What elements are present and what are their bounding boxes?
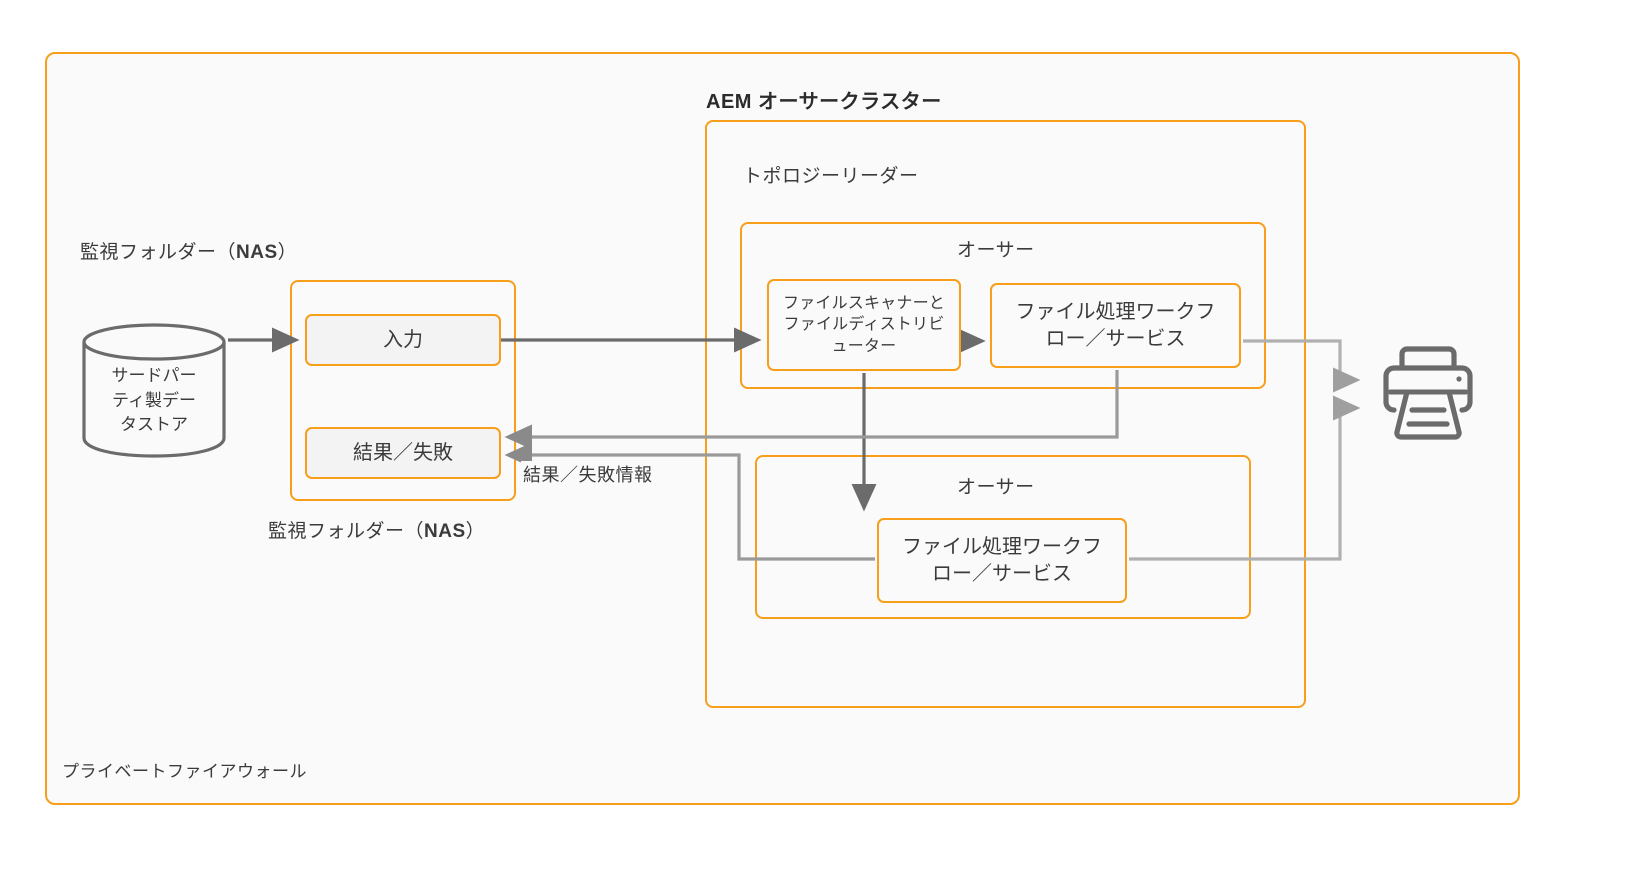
scanner-line-3: ューター — [831, 337, 897, 355]
node-file-processing-workflow-2-label: ファイル処理ワークフ ロー／サービス — [902, 534, 1102, 587]
third-party-datastore: サードパー ティ製デー タストア — [80, 322, 228, 458]
node-file-scanner-distributor-label: ファイルスキャナーと ファイルディストリビ ューター — [783, 293, 945, 356]
node-input[interactable]: 入力 — [305, 314, 501, 366]
aem-author-cluster-container — [705, 120, 1306, 708]
aem-author-cluster-title: AEM オーサークラスター — [706, 91, 942, 113]
workflow-1-line-1: ファイル処理ワークフ — [1015, 301, 1216, 324]
node-input-label: 入力 — [383, 328, 423, 351]
nas-top-label-prefix: 監視フォルダー（ — [80, 242, 237, 263]
workflow-2-line-1: ファイル処理ワークフ — [902, 536, 1102, 559]
scanner-line-1: ファイルスキャナーと — [782, 295, 945, 313]
datastore-label-line-1: サードパー — [111, 366, 197, 385]
workflow-2-line-2: ロー／サービス — [932, 562, 1072, 585]
watched-folder-nas-title-top: 監視フォルダー（NAS） — [80, 237, 297, 264]
node-result-failure[interactable]: 結果／失敗 — [305, 427, 501, 479]
topology-leader-title: トポロジーリーダー — [743, 166, 919, 187]
nas-bottom-label-suffix: ） — [465, 521, 486, 542]
cylinder-icon — [82, 323, 226, 458]
nas-bottom-label-bold: NAS — [424, 521, 466, 542]
printer-output — [1368, 344, 1488, 444]
nas-top-label-suffix: ） — [277, 242, 298, 263]
edge-label-result-failure-info: 結果／失敗情報 — [521, 461, 655, 487]
datastore-label: サードパー ティ製デー タストア — [80, 364, 228, 438]
workflow-1-line-2: ロー／サービス — [1045, 327, 1186, 350]
node-file-processing-workflow-1[interactable]: ファイル処理ワークフ ロー／サービス — [990, 283, 1241, 368]
scanner-line-2: ファイルディストリビ — [783, 316, 945, 334]
author-1-title: オーサー — [957, 240, 1035, 261]
private-firewall-title: プライベートファイアウォール — [62, 762, 307, 781]
node-file-processing-workflow-2[interactable]: ファイル処理ワークフ ロー／サービス — [877, 518, 1127, 603]
node-file-processing-workflow-1-label: ファイル処理ワークフ ロー／サービス — [1016, 299, 1216, 352]
node-file-scanner-distributor[interactable]: ファイルスキャナーと ファイルディストリビ ューター — [767, 279, 961, 371]
nas-bottom-label-prefix: 監視フォルダー（ — [268, 521, 425, 542]
nas-top-label-bold: NAS — [236, 242, 278, 263]
printer-icon — [1383, 346, 1473, 440]
watched-folder-nas-title-bottom: 監視フォルダー（NAS） — [268, 516, 485, 543]
node-result-failure-label: 結果／失敗 — [353, 441, 453, 464]
author-2-title: オーサー — [957, 477, 1035, 498]
datastore-label-line-2: ティ製デー — [112, 390, 196, 410]
datastore-label-line-3: タストア — [120, 415, 188, 435]
